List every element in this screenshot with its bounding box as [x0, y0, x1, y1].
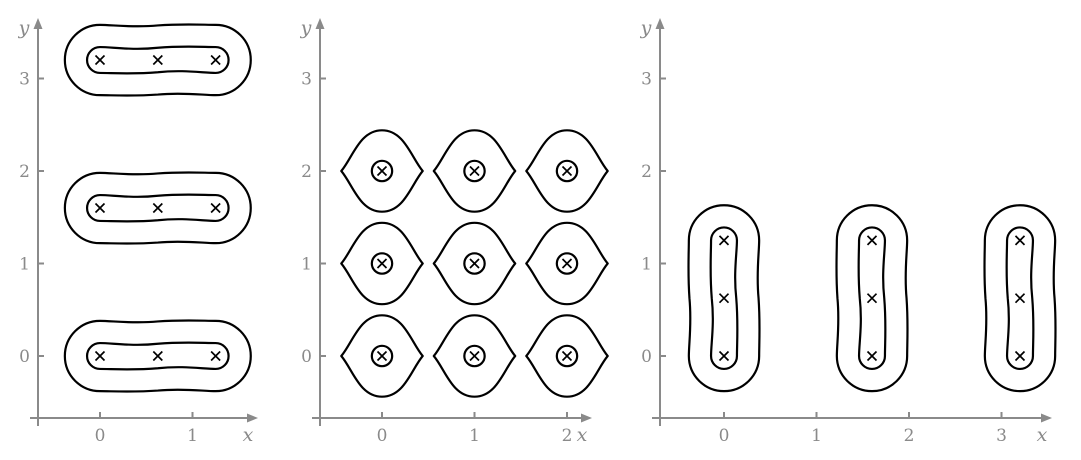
point-marker	[561, 258, 573, 269]
inner-contour	[370, 159, 394, 183]
point-marker	[152, 54, 163, 66]
outer-contour	[63, 171, 252, 245]
point-marker	[152, 350, 163, 362]
outer-contour	[63, 319, 252, 393]
outer-contour	[340, 129, 424, 213]
x-tick-label: 0	[95, 426, 106, 446]
outer-contour	[525, 314, 609, 398]
inner-contour	[1005, 226, 1035, 371]
y-tick-label: 2	[19, 162, 30, 182]
x-tick-label: 2	[904, 426, 915, 446]
point-marker	[866, 235, 878, 246]
point-marker	[561, 350, 573, 362]
point-marker	[94, 54, 106, 66]
point-marker	[152, 202, 163, 214]
y-axis-arrow	[33, 18, 43, 29]
point-marker	[718, 293, 730, 304]
point-marker	[718, 350, 730, 362]
point-marker	[94, 202, 106, 214]
y-tick-label: 1	[19, 255, 30, 275]
point-marker	[94, 350, 106, 362]
point-marker	[866, 350, 878, 362]
y-tick-label: 2	[301, 162, 312, 182]
outer-contour	[835, 204, 909, 393]
point-marker	[376, 258, 388, 269]
inner-contour	[463, 159, 486, 183]
inner-contour	[709, 226, 739, 371]
y-axis-label: y	[300, 17, 312, 39]
x-tick-label: 3	[996, 426, 1007, 446]
point-marker	[376, 350, 388, 362]
y-tick-label: 3	[641, 70, 652, 90]
outer-contour	[432, 129, 517, 213]
outer-contour	[687, 204, 761, 393]
y-axis-label: y	[18, 17, 30, 39]
y-tick-label: 2	[641, 162, 652, 182]
point-marker	[866, 293, 878, 304]
y-tick-label: 3	[301, 70, 312, 90]
x-tick-label: 1	[469, 426, 480, 446]
point-marker	[1014, 293, 1026, 304]
point-marker	[469, 258, 480, 269]
x-axis-arrow	[1041, 413, 1052, 423]
y-axis-label: y	[640, 17, 652, 39]
x-tick-label: 0	[377, 426, 388, 446]
x-tick-label: 2	[562, 426, 573, 446]
inner-contour	[463, 344, 486, 368]
x-axis-label: x	[577, 424, 588, 446]
x-axis-arrow	[581, 413, 592, 423]
inner-contour	[555, 344, 579, 368]
point-marker	[469, 165, 480, 177]
outer-contour	[63, 23, 252, 97]
inner-contour	[555, 252, 579, 275]
point-marker	[1014, 235, 1026, 246]
panel-grid-points: x y 0 1 2 0 1 2 3	[300, 17, 609, 446]
x-tick-label: 1	[811, 426, 822, 446]
x-axis-label: x	[1037, 424, 1048, 446]
point-marker	[210, 54, 221, 66]
inner-contour	[555, 159, 579, 183]
y-tick-label: 3	[19, 70, 30, 90]
panel-vertical-groups: x y 0 1 2 3 0 1 2 3	[640, 17, 1057, 446]
inner-contour	[85, 193, 230, 223]
outer-contour	[340, 221, 424, 306]
inner-contour	[85, 45, 230, 75]
point-marker	[1014, 350, 1026, 362]
inner-contour	[857, 226, 887, 371]
y-tick-label: 1	[301, 255, 312, 275]
y-axis-arrow	[315, 18, 325, 29]
point-marker	[561, 165, 573, 177]
y-tick-label: 0	[19, 347, 30, 367]
x-axis-arrow	[247, 413, 258, 423]
inner-contour	[370, 252, 394, 275]
outer-contour	[525, 221, 609, 306]
outer-contour	[340, 314, 424, 398]
point-marker	[376, 165, 388, 177]
outer-contour	[525, 129, 609, 213]
outer-contour	[432, 221, 517, 306]
inner-contour	[85, 341, 230, 371]
point-marker	[718, 235, 730, 246]
point-marker	[469, 350, 480, 362]
outer-contour	[432, 314, 517, 398]
inner-contour	[370, 344, 394, 368]
panel-horizontal-groups: x y 0 1 0 1 2 3	[18, 17, 258, 446]
y-tick-label: 1	[641, 255, 652, 275]
outer-contour	[983, 204, 1057, 393]
point-marker	[210, 350, 221, 362]
inner-contour	[463, 252, 486, 275]
y-axis-arrow	[655, 18, 665, 29]
y-tick-label: 0	[301, 347, 312, 367]
y-tick-label: 0	[641, 347, 652, 367]
x-axis-label: x	[243, 424, 254, 446]
x-tick-label: 0	[719, 426, 730, 446]
point-marker	[210, 202, 221, 214]
x-tick-label: 1	[187, 426, 198, 446]
